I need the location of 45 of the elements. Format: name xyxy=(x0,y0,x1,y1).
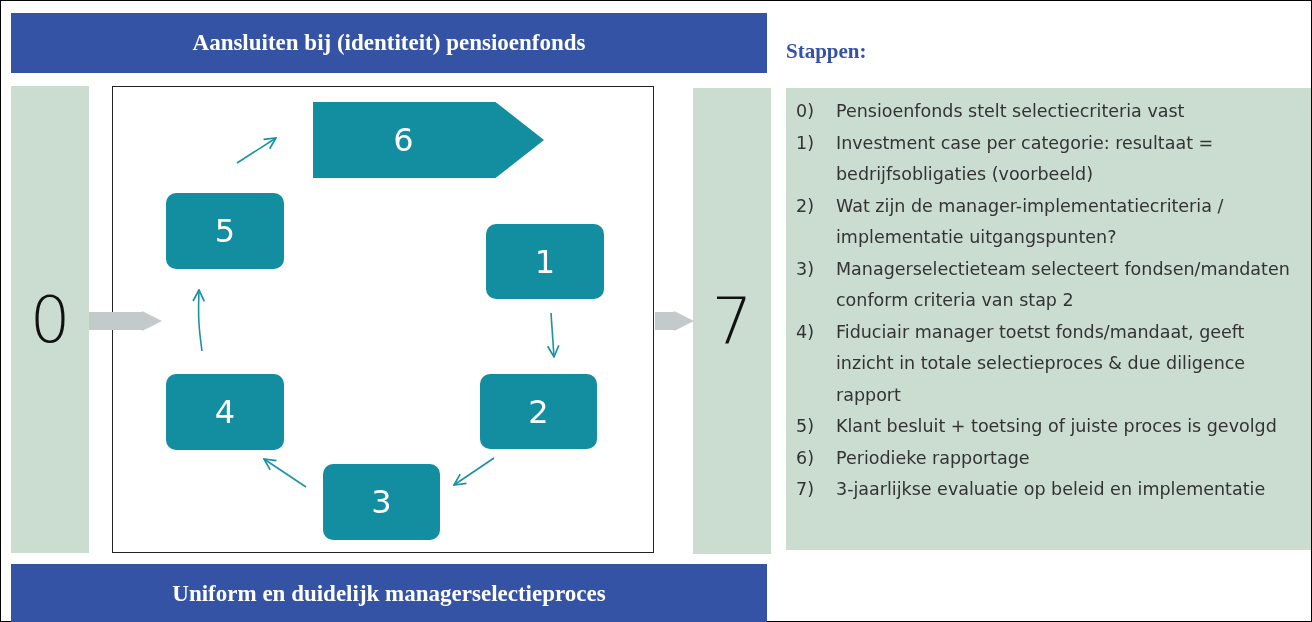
step-description: Investment case per categorie: resultaat = bedrijfsobligaties (voorbeeld) xyxy=(836,131,1215,186)
step-number: 5) xyxy=(796,415,815,438)
arrow xyxy=(546,312,560,358)
banner-title: Uniform en duidelijk managerselectieproces xyxy=(172,580,606,607)
step-description: Klant besluit + toetsing of juiste proces is gevolgd xyxy=(836,415,1278,438)
step-box xyxy=(166,374,284,450)
step-number: 2) xyxy=(796,194,815,218)
process-frame xyxy=(112,86,654,553)
arrow xyxy=(263,458,307,488)
banner-title: Aansluiten bij (identiteit) pensioenfonds xyxy=(192,30,586,56)
stage-number: 7 xyxy=(711,284,753,358)
step-description: 3-jaarlijkse evaluatie op beleid en implementatie xyxy=(836,478,1267,501)
step-number: 4) xyxy=(796,320,815,344)
block-arrow xyxy=(89,311,162,331)
step-number: 0) xyxy=(796,100,815,123)
stage-panel xyxy=(693,88,771,554)
arrow xyxy=(192,289,206,352)
stage-panel xyxy=(11,86,89,553)
steps-panel xyxy=(786,88,1311,550)
step-number: 3) xyxy=(796,257,815,281)
step-box xyxy=(166,193,284,269)
step-description: Wat zijn de manager-implementatiecriteria / implementatie uitgangspunten? xyxy=(836,194,1225,249)
step-number: 1 xyxy=(534,242,556,281)
step-number: 6) xyxy=(796,446,815,470)
step-number: 5 xyxy=(214,212,236,250)
step-number: 1) xyxy=(796,131,815,155)
step-number: 2 xyxy=(528,392,549,431)
stage-number: 0 xyxy=(29,282,71,357)
arrow xyxy=(453,457,495,486)
arrow xyxy=(236,137,277,164)
step-box xyxy=(486,224,604,299)
step-number: 3 xyxy=(371,483,392,521)
step-box xyxy=(323,464,440,540)
step-number: 7) xyxy=(796,478,815,501)
step-number: 4 xyxy=(214,393,236,431)
step-description: Periodieke rapportage xyxy=(836,446,1031,470)
step-description: Pensioenfonds stelt selectiecriteria vast xyxy=(836,100,1186,123)
section-heading: Stappen: xyxy=(786,39,867,64)
block-arrow xyxy=(655,311,694,331)
step-description: Managerselectieteam selecteert fondsen/mandaten conform criteria van stap 2 xyxy=(836,257,1291,312)
title-banner xyxy=(11,13,767,73)
step-box xyxy=(480,374,597,449)
step-description: Fiduciair manager toetst fonds/mandaat, geeft inzicht in totale selectieproces & due diligence rapport xyxy=(836,320,1247,407)
title-banner xyxy=(11,564,767,622)
step-number: 6 xyxy=(393,121,414,159)
